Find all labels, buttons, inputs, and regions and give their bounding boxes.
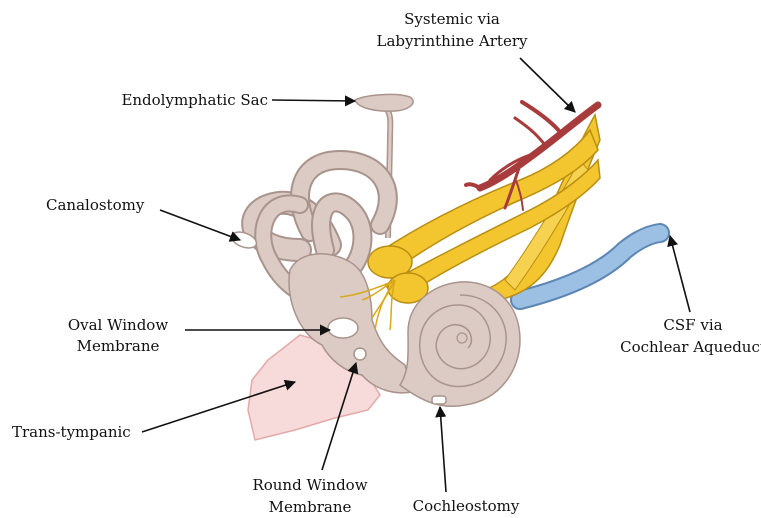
label-endolymphatic-sac: Endolymphatic Sac — [121, 91, 268, 109]
label-trans-tympanic: Trans-tympanic — [12, 423, 131, 441]
arrow-endolymphatic-sac — [272, 100, 355, 101]
label-round-window-line1: Round Window — [252, 476, 367, 494]
label-systemic-line1: Systemic via — [404, 10, 500, 28]
label-oval-window-line1: Oval Window — [68, 316, 169, 334]
cochleostomy-window — [432, 396, 446, 404]
arrow-csf — [670, 236, 690, 312]
arrow-canalostomy — [160, 210, 240, 240]
arrow-cochleostomy — [440, 407, 446, 492]
oval-window — [328, 318, 358, 338]
label-oval-window-line2: Membrane — [77, 337, 160, 355]
label-csf-line1: CSF via — [663, 316, 722, 334]
round-window — [354, 348, 366, 360]
label-csf-line2: Cochlear Aqueduct — [620, 338, 761, 356]
label-cochleostomy: Cochleostomy — [413, 497, 520, 515]
label-canalostomy: Canalostomy — [46, 196, 145, 214]
label-systemic-line2: Labyrinthine Artery — [377, 32, 528, 50]
label-round-window-line2: Membrane — [269, 498, 352, 516]
